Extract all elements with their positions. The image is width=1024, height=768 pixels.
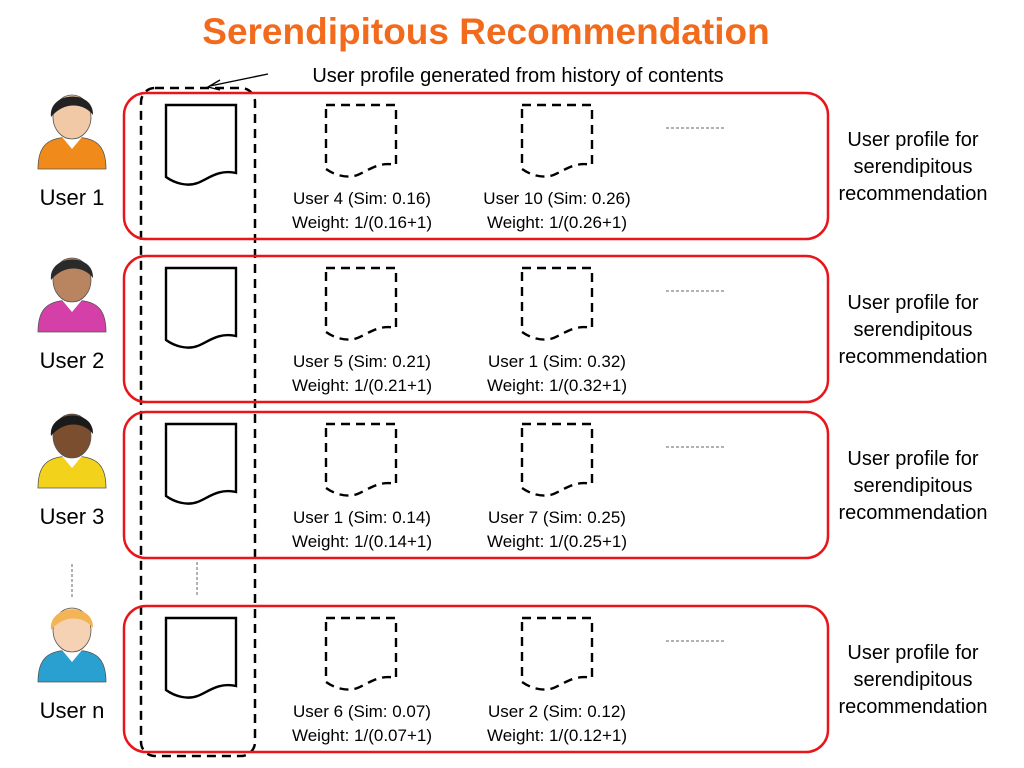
- neighbor-similarity: User 2 (Sim: 0.12): [488, 702, 626, 721]
- user-label: User n: [40, 698, 105, 723]
- user-profile-document-icon: [164, 616, 238, 699]
- neighbor-similarity: User 5 (Sim: 0.21): [293, 352, 431, 371]
- profile-history-column: [139, 86, 257, 758]
- neighbor-document-icon: [324, 422, 398, 497]
- row-frame: [122, 254, 830, 404]
- neighbor-weight: Weight: 1/(0.14+1): [292, 532, 432, 551]
- neighbor-profile: User 4 (Sim: 0.16) Weight: 1/(0.16+1): [292, 103, 432, 232]
- neighbor-document-icon: [520, 616, 594, 691]
- row-frame: [122, 410, 830, 560]
- caption-line: User profile for: [847, 292, 978, 314]
- caption-line: recommendation: [839, 183, 988, 205]
- neighbor-similarity: User 6 (Sim: 0.07): [293, 702, 431, 721]
- neighbor-document-icon: [520, 266, 594, 341]
- user-label: User 3: [40, 504, 105, 529]
- caption-line: serendipitous: [854, 319, 973, 341]
- user-row: User n User 6 (Sim: 0.07) Weight: 1/(0.07+…: [37, 604, 988, 754]
- row-frame: [122, 91, 830, 241]
- user-label: User 2: [40, 348, 105, 373]
- row-caption: User profile for serendipitous recommendat…: [839, 448, 988, 524]
- neighbor-similarity: User 1 (Sim: 0.14): [293, 508, 431, 527]
- row-frame: [122, 604, 830, 754]
- user-row: User 2 User 5 (Sim: 0.21) Weight: 1/(0.21+…: [37, 254, 988, 404]
- neighbor-weight: Weight: 1/(0.32+1): [487, 376, 627, 395]
- caption-line: recommendation: [839, 346, 988, 368]
- neighbor-weight: Weight: 1/(0.21+1): [292, 376, 432, 395]
- neighbor-weight: Weight: 1/(0.07+1): [292, 726, 432, 745]
- neighbor-similarity: User 4 (Sim: 0.16): [293, 189, 431, 208]
- user-rows: User 1 User 4 (Sim: 0.16) Weight: 1/(0.16+…: [37, 91, 988, 754]
- user-avatar-icon: [37, 257, 107, 333]
- user-label: User 1: [40, 185, 105, 210]
- neighbor-profile: User 5 (Sim: 0.21) Weight: 1/(0.21+1): [292, 266, 432, 395]
- row-caption: User profile for serendipitous recommendat…: [839, 642, 988, 718]
- profile-annotation: User profile generated from history of c…: [312, 65, 723, 87]
- caption-line: recommendation: [839, 502, 988, 524]
- neighbor-similarity: User 1 (Sim: 0.32): [488, 352, 626, 371]
- neighbor-profile: User 1 (Sim: 0.32) Weight: 1/(0.32+1): [487, 266, 627, 395]
- neighbor-similarity: User 10 (Sim: 0.26): [483, 189, 630, 208]
- neighbor-profile: User 7 (Sim: 0.25) Weight: 1/(0.25+1): [487, 422, 627, 551]
- neighbor-document-icon: [324, 103, 398, 178]
- user-profile-document-icon: [164, 266, 238, 349]
- user-row: User 3 User 1 (Sim: 0.14) Weight: 1/(0.14+…: [37, 410, 988, 560]
- user-avatar-icon: [37, 94, 107, 170]
- neighbor-weight: Weight: 1/(0.26+1): [487, 213, 627, 232]
- caption-line: serendipitous: [854, 156, 973, 178]
- caption-line: User profile for: [847, 129, 978, 151]
- row-caption: User profile for serendipitous recommendat…: [839, 292, 988, 368]
- user-avatar-icon: [37, 413, 107, 489]
- neighbor-profile: User 2 (Sim: 0.12) Weight: 1/(0.12+1): [487, 616, 627, 745]
- neighbor-document-icon: [520, 422, 594, 497]
- neighbor-profile: User 10 (Sim: 0.26) Weight: 1/(0.26+1): [483, 103, 631, 232]
- neighbor-document-icon: [324, 616, 398, 691]
- neighbor-document-icon: [324, 266, 398, 341]
- neighbor-weight: Weight: 1/(0.16+1): [292, 213, 432, 232]
- user-row: User 1 User 4 (Sim: 0.16) Weight: 1/(0.16+…: [37, 91, 988, 241]
- diagram-title: Serendipitous Recommendation: [202, 11, 769, 52]
- caption-line: User profile for: [847, 448, 978, 470]
- user-avatar-icon: [37, 607, 107, 683]
- neighbor-document-icon: [520, 103, 594, 178]
- neighbor-weight: Weight: 1/(0.12+1): [487, 726, 627, 745]
- caption-line: recommendation: [839, 696, 988, 718]
- row-caption: User profile for serendipitous recommendat…: [839, 129, 988, 205]
- caption-line: serendipitous: [854, 669, 973, 691]
- neighbor-profile: User 6 (Sim: 0.07) Weight: 1/(0.07+1): [292, 616, 432, 745]
- neighbor-weight: Weight: 1/(0.25+1): [487, 532, 627, 551]
- user-profile-document-icon: [164, 422, 238, 505]
- caption-line: serendipitous: [854, 475, 973, 497]
- neighbor-profile: User 1 (Sim: 0.14) Weight: 1/(0.14+1): [292, 422, 432, 551]
- neighbor-similarity: User 7 (Sim: 0.25): [488, 508, 626, 527]
- caption-line: User profile for: [847, 642, 978, 664]
- user-profile-document-icon: [164, 103, 238, 186]
